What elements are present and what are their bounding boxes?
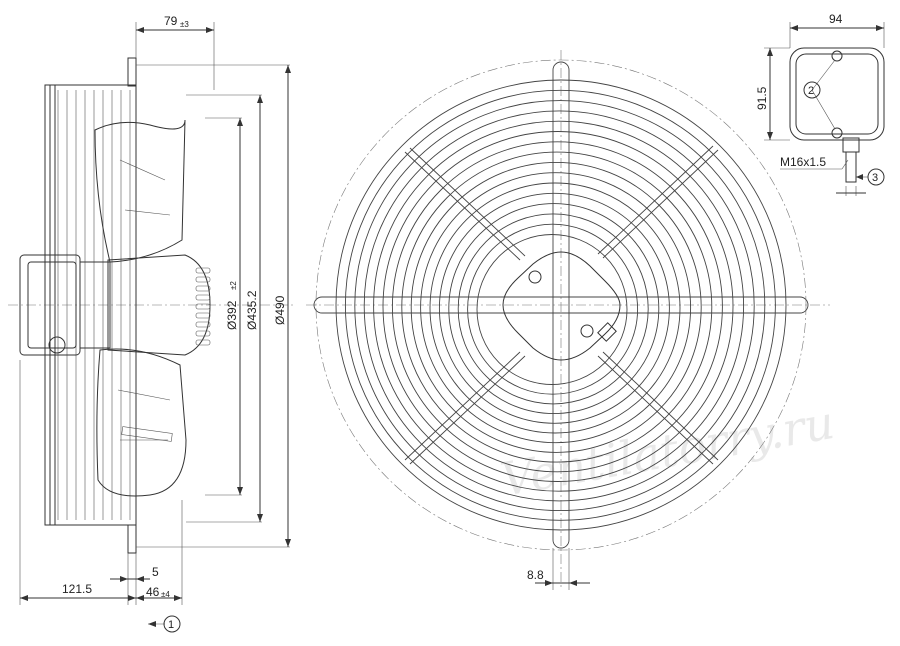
dim-46-tol: ±4	[161, 590, 170, 599]
rotor-fin	[195, 285, 211, 292]
front-view: 8.8	[306, 50, 830, 590]
dia-490: Ø490	[273, 295, 287, 325]
callout-2: 2	[808, 85, 814, 97]
guard-ring	[391, 141, 723, 473]
guard-ring	[448, 203, 660, 415]
guard-rings-front	[335, 79, 787, 531]
dim-5: 5	[152, 565, 159, 579]
guard-ring	[354, 100, 766, 512]
guard-ring	[410, 161, 702, 453]
guard-ring	[401, 151, 713, 463]
rotor-fin	[195, 321, 211, 328]
guard-ring	[420, 172, 692, 444]
dia-392: Ø392	[225, 300, 239, 330]
guard-ring	[382, 131, 734, 482]
watermark: Ventilatorry.ru	[497, 395, 839, 507]
guard-ring	[438, 192, 670, 424]
guard-ring	[363, 110, 755, 502]
box-height: 91.5	[755, 86, 769, 110]
guard-ring	[373, 120, 745, 492]
callout-1: 1	[168, 619, 174, 631]
dim-8-8: 8.8	[527, 568, 544, 582]
dim-121-5: 121.5	[62, 582, 92, 596]
callout-3: 3	[872, 172, 878, 184]
motor-hub-front	[502, 251, 621, 361]
rotor-fins	[195, 267, 211, 346]
rotor-fin	[195, 330, 211, 337]
box-width: 94	[829, 12, 843, 26]
side-view	[8, 57, 296, 554]
rotor-fin	[195, 267, 211, 274]
guard-ring	[335, 79, 787, 531]
blade-upper	[94, 119, 186, 263]
terminal-box: 94 91.5 2 M16x1.5 3	[755, 12, 885, 196]
guard-ring	[429, 182, 681, 434]
rotor-fin	[195, 276, 211, 283]
rotor-fin	[195, 339, 211, 346]
rotor-fin	[195, 312, 211, 319]
dim-46: 46	[146, 585, 160, 599]
side-view-dimensions: 79 ±3 Ø392 ±2 Ø435.2 Ø490 121.5 5	[19, 14, 291, 633]
dia-435: Ø435.2	[245, 290, 259, 330]
thread-label: M16x1.5	[780, 155, 826, 169]
dim-79: 79	[164, 14, 178, 28]
dia-392-tol: ±2	[229, 281, 238, 290]
rotor-fin	[195, 294, 211, 301]
guard-ring	[344, 89, 776, 521]
blade-lower	[96, 348, 187, 497]
guard-ring	[476, 234, 628, 385]
guard-bars	[313, 61, 809, 549]
rotor-fin	[195, 303, 211, 310]
dim-79-tol: ±3	[180, 20, 189, 29]
